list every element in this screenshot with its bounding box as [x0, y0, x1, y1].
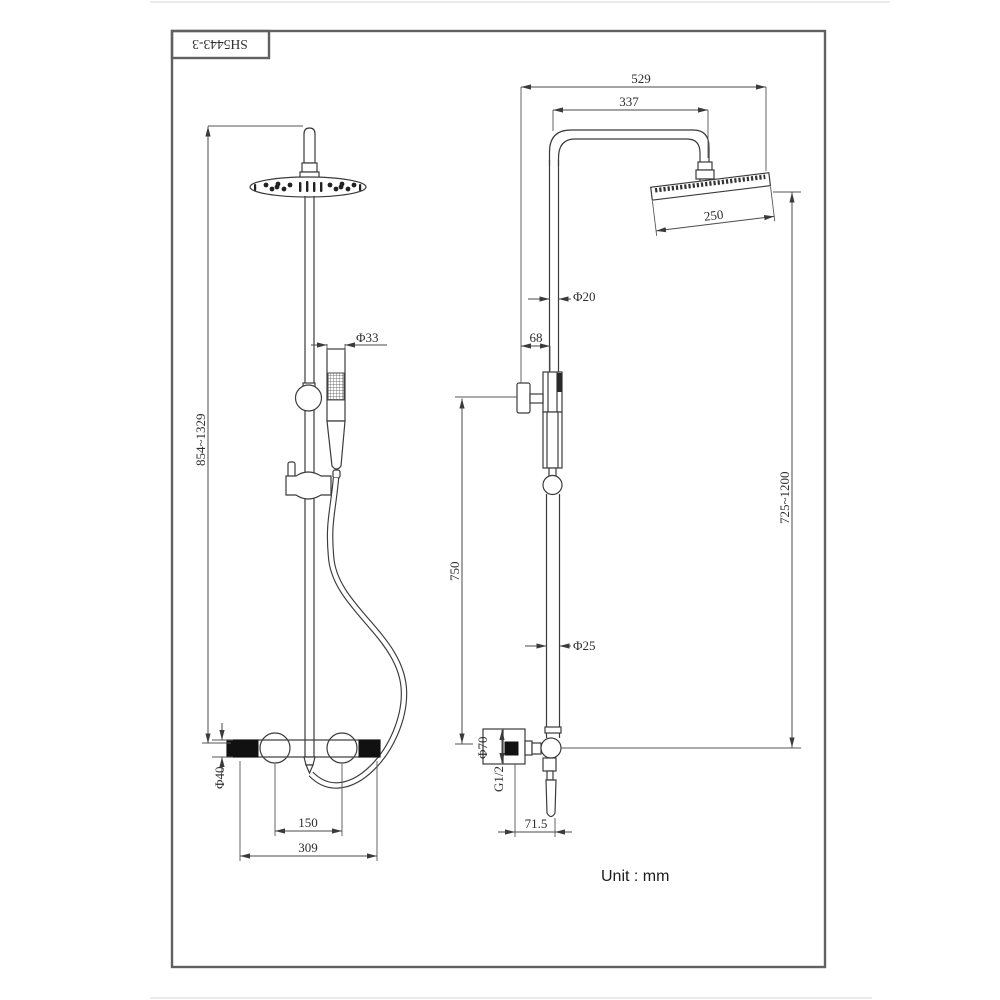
dim-adjustable-height-label: 725~1200 [777, 471, 792, 524]
arm-inner [557, 138, 701, 166]
dim-handshower-diameter: Φ33 [311, 330, 387, 351]
dim-valve-width-label: 309 [298, 840, 318, 855]
hose-connector-tip [305, 764, 314, 775]
dim-handshower-diameter-label: Φ33 [356, 330, 379, 345]
wall-inlet [504, 741, 519, 756]
arm-outer [548, 129, 710, 166]
collar-grip [557, 373, 562, 392]
dim-slide-height: 750 [447, 396, 517, 745]
swivel-ball-upper [542, 474, 563, 496]
handle-neck [546, 770, 554, 781]
valve-handle-left [226, 739, 259, 758]
valve-connector-a [524, 740, 533, 756]
rain-head-nozzle-band [654, 174, 766, 193]
head-joint-mid [695, 169, 715, 180]
rain-head-nozzles [254, 181, 362, 192]
bracket-knob [287, 461, 296, 478]
swivel-ball-lower [540, 737, 562, 759]
drawing-frame: SH5443-3 [170, 29, 827, 969]
dim-escutcheon-diameter: Φ70 [475, 730, 505, 763]
lever-handle [545, 779, 557, 818]
dim-inlet-spacing: 150 [274, 764, 343, 836]
handshower-knurl [327, 372, 345, 401]
title-block [170, 29, 271, 60]
dim-head-diameter-label: 250 [703, 207, 724, 224]
valve-handle-right [358, 739, 381, 758]
valve-connector-b [531, 742, 542, 755]
dim-slide-height-label: 750 [447, 562, 462, 582]
dim-adjustable-height: 725~1200 [561, 191, 801, 749]
dim-wall-offset-label: 68 [530, 330, 543, 345]
dim-column-diameter-label: Φ25 [573, 638, 596, 653]
handshower-side [542, 411, 563, 469]
slide-bracket [285, 471, 332, 500]
front-view: 854~1329 Φ33 Φ40 150 [193, 125, 408, 861]
dim-overall-reach-label: 529 [631, 71, 651, 86]
dim-valve-diameter: Φ40 [212, 723, 233, 789]
border-frame [170, 29, 827, 969]
dim-outlet-offset: 71.5 [498, 764, 572, 837]
head-connector-upper [301, 162, 318, 173]
dim-arm-reach-label: 337 [619, 94, 639, 109]
unit-label: Unit : mm [601, 868, 669, 885]
dim-inlet-spacing-label: 150 [298, 815, 318, 830]
pipe-top-cap [303, 127, 316, 164]
dim-front-height: 854~1329 [193, 125, 303, 744]
dim-escutcheon-diameter-label: Φ70 [475, 736, 490, 759]
dim-arm-reach: 337 [552, 94, 709, 158]
dim-valve-width: 309 [239, 761, 378, 861]
handle-hub [542, 757, 557, 772]
handshower-nub [332, 469, 341, 479]
dim-front-height-label: 854~1329 [193, 413, 208, 466]
dim-riser-diameter-label: Φ20 [573, 289, 596, 304]
side-view: 250 [447, 71, 801, 837]
model-number: SH5443-3 [192, 37, 248, 52]
dim-overall-reach: 529 [520, 71, 767, 383]
handshower-handle [326, 420, 346, 470]
head-joint-upper [697, 161, 713, 171]
valve-knob-right [326, 732, 358, 764]
dim-riser-diameter: Φ20 [528, 289, 596, 304]
dim-outlet-offset-label: 71.5 [525, 816, 548, 831]
diverter-knob [516, 382, 531, 414]
slider-ring [294, 384, 323, 412]
mixer-valve-front [226, 732, 381, 775]
dim-valve-diameter-label: Φ40 [212, 766, 227, 789]
shower-hose [308, 477, 408, 789]
rain-head-side: 250 [650, 172, 776, 236]
hose-connector [303, 756, 316, 766]
column-base-collar [544, 726, 562, 734]
diverter-stem [529, 393, 544, 404]
dim-column-diameter: Φ25 [525, 638, 596, 653]
dim-wall-offset: 68 [521, 330, 551, 371]
valve-knob-left [259, 732, 291, 764]
label-connection-thread: G1/2 [491, 766, 506, 792]
